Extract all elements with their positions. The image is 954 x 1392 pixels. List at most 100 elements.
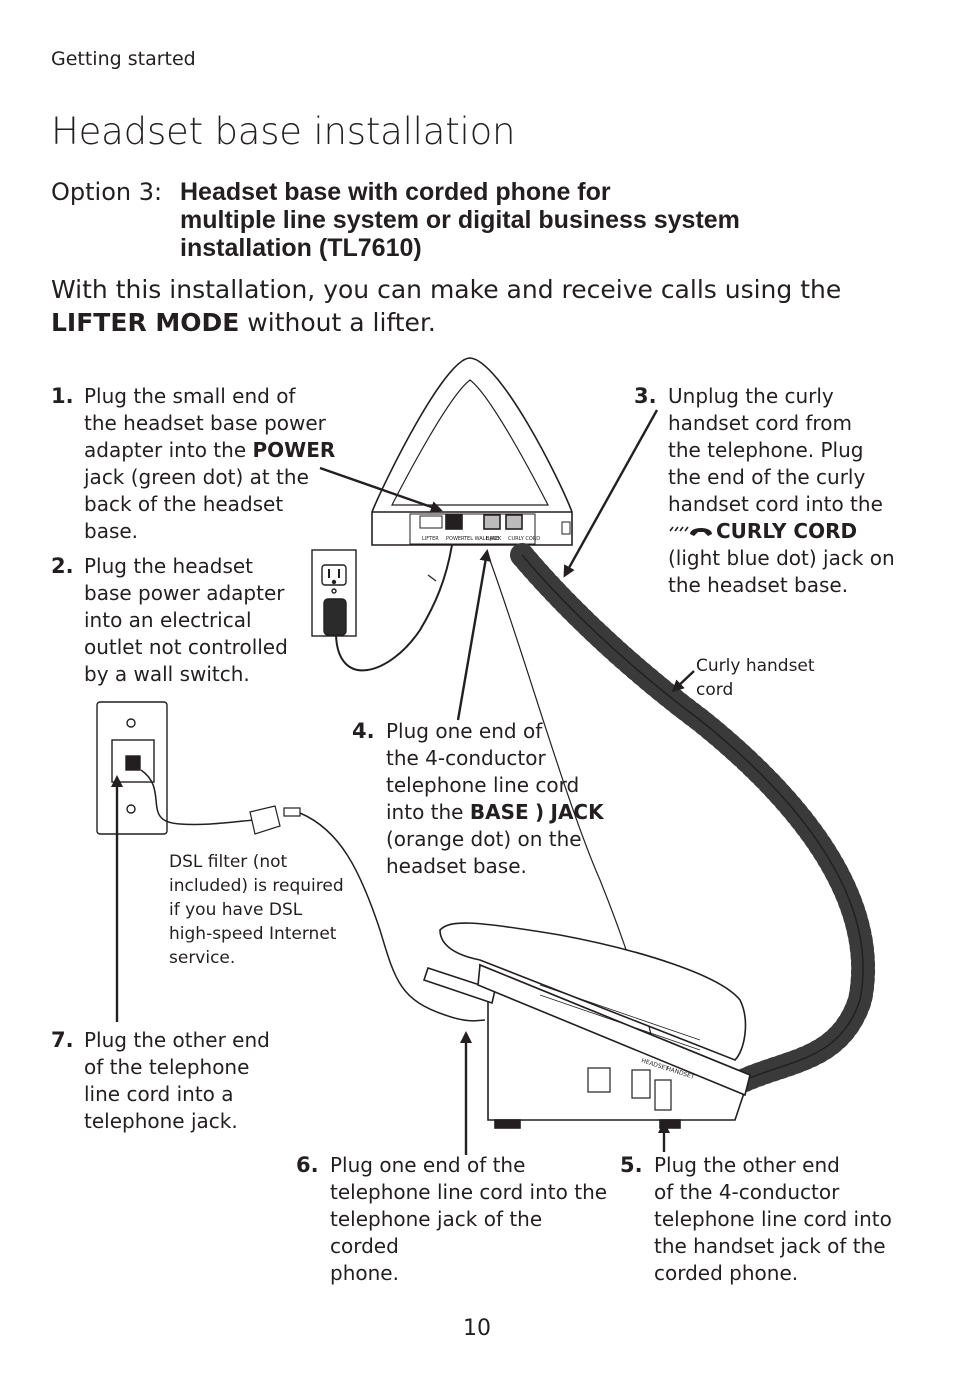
step-4-line: Plug one end of [386,719,543,743]
step-3-line: the end of the curly [668,465,866,489]
intro-text: With this installation, you can make and… [51,275,842,304]
dsl-note-line: included) is required [169,876,344,896]
arrow-curly-note [671,670,695,693]
step-7: 7. Plug the other end of the telephone l… [51,1027,291,1142]
step-1: 1. Plug the small end of the headset bas… [51,383,351,553]
wall-telephone-jack [96,701,168,835]
step-6: 6. Plug one end of the telephone line co… [296,1152,616,1285]
step-4-line: headset base. [386,854,527,878]
step-2-number: 2. [51,554,74,578]
dsl-note-line: if you have DSL [169,900,303,920]
base-label-telwall: TEL WALL JACK [463,536,502,542]
electrical-outlet [311,549,357,637]
step-6-line: telephone jack of the corded [330,1207,543,1258]
step-3: 3. Unplug the curly handset cord from th… [634,383,934,603]
base-label-power: POWER [446,536,465,542]
step-1-line: adapter into the POWER [84,437,335,464]
base-label-curly: CURLY CORD [508,536,540,542]
dsl-note-line: service. [169,948,236,968]
power-cord [335,544,453,672]
dsl-filter [249,805,301,835]
step-1-line: the headset base power [84,411,326,435]
curly-note-line: Curly handset [696,656,815,676]
step-5-line: of the 4-conductor [654,1180,840,1204]
step-4-base-bold: BASE [469,800,529,824]
step-2-line: outlet not controlled [84,635,288,659]
step-1-line: back of the headset [84,492,284,516]
page-title: Headset base installation [51,110,516,153]
corded-phone [422,922,751,1129]
step-6-line: Plug one end of the [330,1153,526,1177]
step-2-line: by a wall switch. [84,662,250,686]
step-3-curly-cord-bold: CURLY CORD [716,519,858,543]
step-4-line: (orange dot) on the [386,827,582,851]
step-7-text: Plug the other end of the telephone line… [84,1027,270,1135]
step-7-line: line cord into a [84,1082,234,1106]
arrow-step1 [319,466,443,513]
step-5-line: Plug the other end [654,1153,840,1177]
option-heading-line2: multiple line system or digital business… [180,206,740,234]
arrow-step4 [456,549,492,721]
step-6-line: phone. [330,1261,399,1285]
curly-note-line: cord [696,680,734,700]
step-4-text-part: into the [386,800,470,824]
step-5: 5. Plug the other end of the 4-conductor… [620,1152,920,1292]
step-1-number: 1. [51,384,74,408]
option-heading-line1: Headset base with corded phone for [180,178,611,206]
option-heading-line3: installation (TL7610) [180,234,422,262]
step-6-number: 6. [296,1153,319,1177]
pointer-arrows [111,409,695,1155]
dsl-note-line: DSL filter (not [169,852,288,872]
step-3-line: the telephone. Plug [668,438,864,462]
intro-paragraph: With this installation, you can make and… [51,273,911,339]
step-7-line: of the telephone [84,1055,250,1079]
curly-cord-note: Curly handset cord [696,654,815,702]
step-3-line: (light blue dot) jack on [668,546,895,570]
step-3-line: CURLY CORD [668,518,895,545]
step-3-number: 3. [634,384,657,408]
step-1-text: Plug the small end of the headset base p… [84,383,335,545]
base-label-base: BASE [486,536,499,542]
section-header: Getting started [51,48,196,70]
dsl-filter-note: DSL filter (not included) is required if… [169,850,344,970]
headset-base [371,357,573,546]
step-4-text: Plug one end of the 4-conductor telephon… [386,718,604,880]
dsl-note-line: high-speed Internet [169,924,337,944]
step-4-jack-bold: JACK [550,800,604,824]
step-5-line: the handset jack of the [654,1234,886,1258]
intro-text-end: without a lifter. [239,308,436,337]
step-3-text: Unplug the curly handset cord from the t… [668,383,895,599]
step-4-number: 4. [352,719,375,743]
step-1-text-part: adapter into the [84,438,253,462]
step-7-line: Plug the other end [84,1028,270,1052]
step-5-text: Plug the other end of the 4-conductor te… [654,1152,892,1287]
step-2-text: Plug the headset base power adapter into… [84,553,288,688]
handset-bracket-icon: ) [535,800,545,824]
step-1-line: jack (green dot) at the [84,465,309,489]
step-2-line: base power adapter [84,581,285,605]
step-3-line: handset cord from [668,411,852,435]
step-6-line: telephone line cord into the [330,1180,608,1204]
step-4-line: telephone line cord [386,773,580,797]
step-1-line: base. [84,519,139,543]
step-7-number: 7. [51,1028,74,1052]
step-4: 4. Plug one end of the 4-conductor telep… [352,718,612,883]
step-7-line: telephone jack. [84,1109,238,1133]
option-label: Option 3: [51,178,163,206]
page-number: 10 [463,1316,491,1341]
step-5-line: corded phone. [654,1261,799,1285]
step-5-line: telephone line cord into [654,1207,892,1231]
step-1-power-bold: POWER [252,438,336,462]
step-6-text: Plug one end of the telephone line cord … [330,1152,616,1287]
step-1-line: Plug the small end of [84,384,296,408]
step-4-line: the 4-conductor [386,746,546,770]
step-3-line: the headset base. [668,573,849,597]
base-label-lifter: LIFTER [422,536,439,542]
arrow-step3 [563,409,659,578]
step-4-line: into the BASE ) JACK [386,799,604,826]
curly-cord-icon [669,526,712,536]
step-3-line: handset cord into the [668,492,883,516]
intro-lifter-mode: LIFTER MODE [51,308,240,337]
option-heading: Headset base with corded phone for multi… [180,178,820,262]
